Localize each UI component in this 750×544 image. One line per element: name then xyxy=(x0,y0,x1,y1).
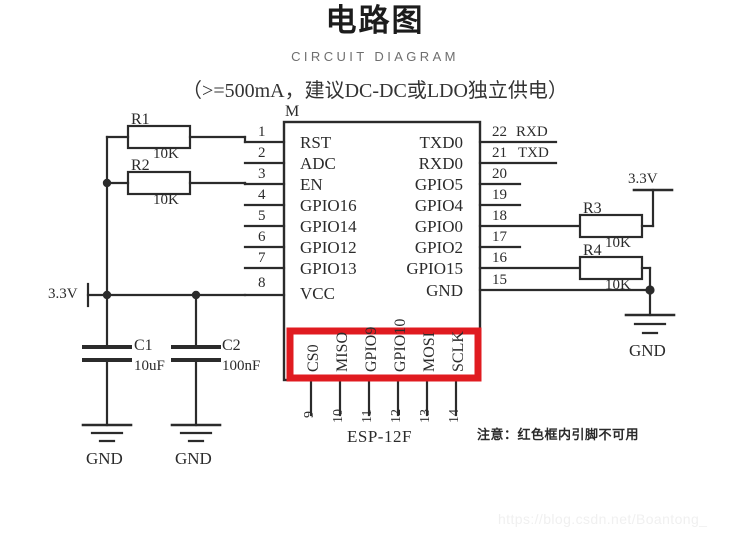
net-label-txd: TXD xyxy=(518,145,549,161)
value-r2: 10K xyxy=(153,192,179,208)
ref-r4: R4 xyxy=(583,242,602,259)
pin-number-8: 8 xyxy=(258,275,266,291)
pin-number-16: 16 xyxy=(492,250,507,266)
ref-c1: C1 xyxy=(134,337,153,354)
pin-name-gpio16: GPIO16 xyxy=(300,196,357,215)
pin-number-1: 1 xyxy=(258,124,266,140)
rail-label-vcc-left: 3.3V xyxy=(48,286,78,302)
pin-name-gpio15: GPIO15 xyxy=(406,259,463,278)
pin-name-gpio10: GPIO10 xyxy=(392,318,409,372)
gnd-label-c2: GND xyxy=(175,449,212,468)
pin-name-gpio4: GPIO4 xyxy=(414,196,463,215)
pin-number-22: 22 xyxy=(492,124,507,140)
pin-name-gnd: GND xyxy=(426,281,463,300)
pin-number-4: 4 xyxy=(258,187,266,203)
pin-number-18: 18 xyxy=(492,208,507,224)
ref-r1: R1 xyxy=(131,111,150,128)
chip-body xyxy=(282,120,482,382)
chip-part-name: ESP-12F xyxy=(347,427,412,446)
pin-name-rst: RST xyxy=(300,133,332,152)
pin-number-5: 5 xyxy=(258,208,266,224)
pin-name-gpio0: GPIO0 xyxy=(414,217,463,236)
pin-name-en: EN xyxy=(300,175,323,194)
value-r1: 10K xyxy=(153,146,179,162)
page-subtitle-en: CIRCUIT DIAGRAM xyxy=(291,49,459,64)
pin-name-txd0: TXD0 xyxy=(419,133,463,152)
pin-number-10: 10 xyxy=(331,409,346,423)
pin-number-2: 2 xyxy=(258,145,266,161)
junction-dots xyxy=(102,178,655,300)
warning-note: 注意：红色框内引脚不可用 xyxy=(477,428,640,443)
pin-number-13: 13 xyxy=(418,409,433,423)
watermark: https://blog.csdn.net/Boantong_ xyxy=(498,511,708,527)
value-c1: 10uF xyxy=(134,358,165,374)
pin-name-sclk: SCLK xyxy=(450,331,467,372)
resistor-r2-body xyxy=(126,170,192,196)
pin-number-19: 19 xyxy=(492,187,507,203)
pin-name-cs0: CS0 xyxy=(305,344,322,372)
pin-name-gpio2: GPIO2 xyxy=(414,238,463,257)
pin-number-7: 7 xyxy=(258,250,266,266)
pin-name-gpio9: GPIO9 xyxy=(363,326,380,372)
pin-number-9: 9 xyxy=(302,411,317,418)
pin-name-gpio12: GPIO12 xyxy=(300,238,357,257)
value-r3: 10K xyxy=(605,235,631,251)
rail-label-vcc-right: 3.3V xyxy=(628,171,658,187)
ref-r3: R3 xyxy=(583,200,602,217)
pin-number-20: 20 xyxy=(492,166,507,182)
value-c2: 100nF xyxy=(222,358,261,374)
gnd-label-right: GND xyxy=(629,341,666,360)
resistor-r3-body xyxy=(578,213,644,239)
unusable-pins-warning-box xyxy=(286,327,482,382)
page-title: 电路图 xyxy=(325,3,425,39)
pin-name-gpio14: GPIO14 xyxy=(300,217,357,236)
pin-name-rxd0: RXD0 xyxy=(418,154,463,173)
pin-number-12: 12 xyxy=(389,409,404,423)
pin-number-3: 3 xyxy=(258,166,266,182)
pin-number-14: 14 xyxy=(447,409,462,423)
pin-number-6: 6 xyxy=(258,229,266,245)
ref-r2: R2 xyxy=(131,157,150,174)
pin-name-adc: ADC xyxy=(300,154,336,173)
chip-marker-m: M xyxy=(285,103,300,120)
resistor-r4-body xyxy=(578,255,644,281)
pin-number-21: 21 xyxy=(492,145,507,161)
power-note: （>=500mA，建议DC-DC或LDO独立供电） xyxy=(182,80,568,102)
pin-number-15: 15 xyxy=(492,272,507,288)
pin-number-11: 11 xyxy=(360,409,375,423)
ref-c2: C2 xyxy=(222,337,241,354)
net-label-rxd: RXD xyxy=(516,124,548,140)
resistor-r1-body xyxy=(126,124,192,150)
value-r4: 10K xyxy=(605,277,631,293)
pin-number-17: 17 xyxy=(492,229,507,245)
pin-name-miso: MISO xyxy=(334,331,351,372)
pin-name-vcc: VCC xyxy=(300,284,335,303)
pin-name-mosi: MOSI xyxy=(421,331,438,372)
pin-name-gpio13: GPIO13 xyxy=(300,259,357,278)
pin-name-gpio5: GPIO5 xyxy=(414,175,463,194)
gnd-label-c1: GND xyxy=(86,449,123,468)
